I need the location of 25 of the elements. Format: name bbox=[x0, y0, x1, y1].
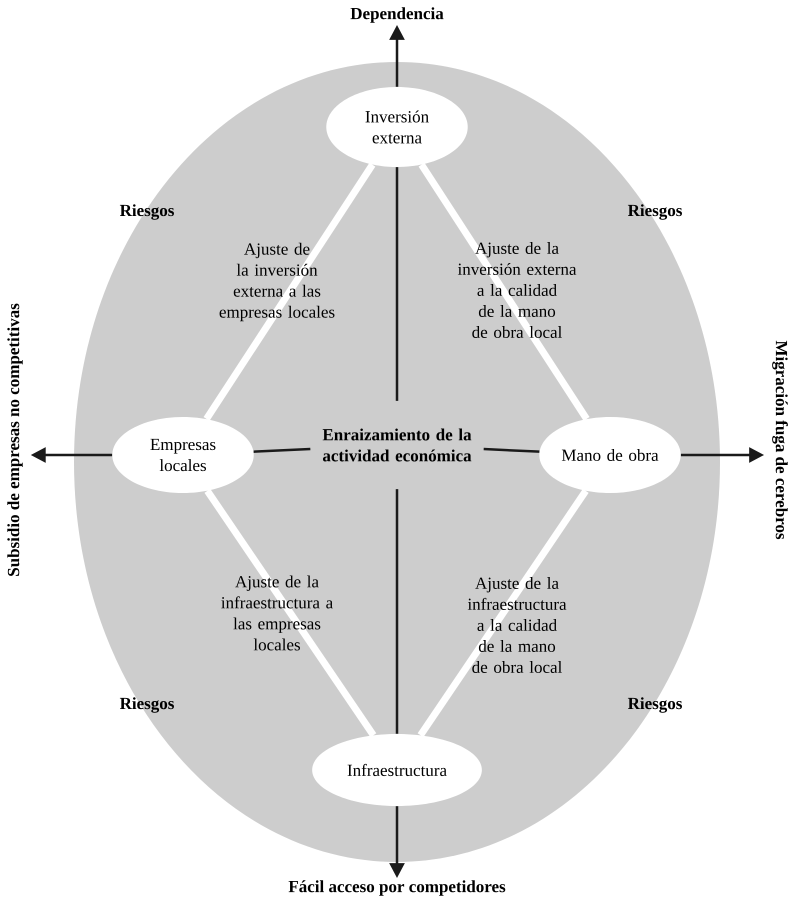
adjustment-text: Ajuste de la inversión externa a las empresas locales bbox=[220, 242, 334, 322]
risk-label: Riesgos bbox=[628, 697, 682, 713]
adjustment-text: Ajuste de la inversión externa a la calidad de la mano de obra local bbox=[458, 242, 576, 338]
ellipse-node: Infraestructura bbox=[312, 734, 482, 806]
risk-label: Riesgos bbox=[120, 204, 174, 220]
connector-line bbox=[396, 489, 398, 734]
connector-line bbox=[204, 162, 376, 421]
adjustment-text: Ajuste de la infraestructura a la calidad de la mano de obra local bbox=[468, 577, 566, 673]
direction-label: Migración fuga de cerebros bbox=[772, 340, 788, 540]
connector-line bbox=[254, 448, 310, 453]
connector-line bbox=[484, 448, 540, 453]
direction-label: Subsidio de empresas no competitivas bbox=[7, 304, 23, 576]
connector-line bbox=[418, 162, 590, 421]
ellipse-node: Empresas locales bbox=[112, 417, 254, 493]
risk-label: Riesgos bbox=[628, 204, 682, 220]
ellipse-node: Inversión externa bbox=[326, 87, 468, 167]
ellipse-node: Mano de obra bbox=[539, 417, 681, 493]
direction-label: Fácil acceso por competidores bbox=[288, 880, 506, 896]
center-text: Enraizamiento de la actividad económica bbox=[322, 428, 472, 462]
risk-label: Riesgos bbox=[120, 697, 174, 713]
direction-label: Dependencia bbox=[350, 7, 444, 23]
connector-line bbox=[418, 488, 589, 738]
connector-line bbox=[396, 167, 398, 401]
adjustment-text: Ajuste de la infraestructura a las empresas locales bbox=[221, 576, 333, 650]
connector-line bbox=[204, 488, 376, 738]
